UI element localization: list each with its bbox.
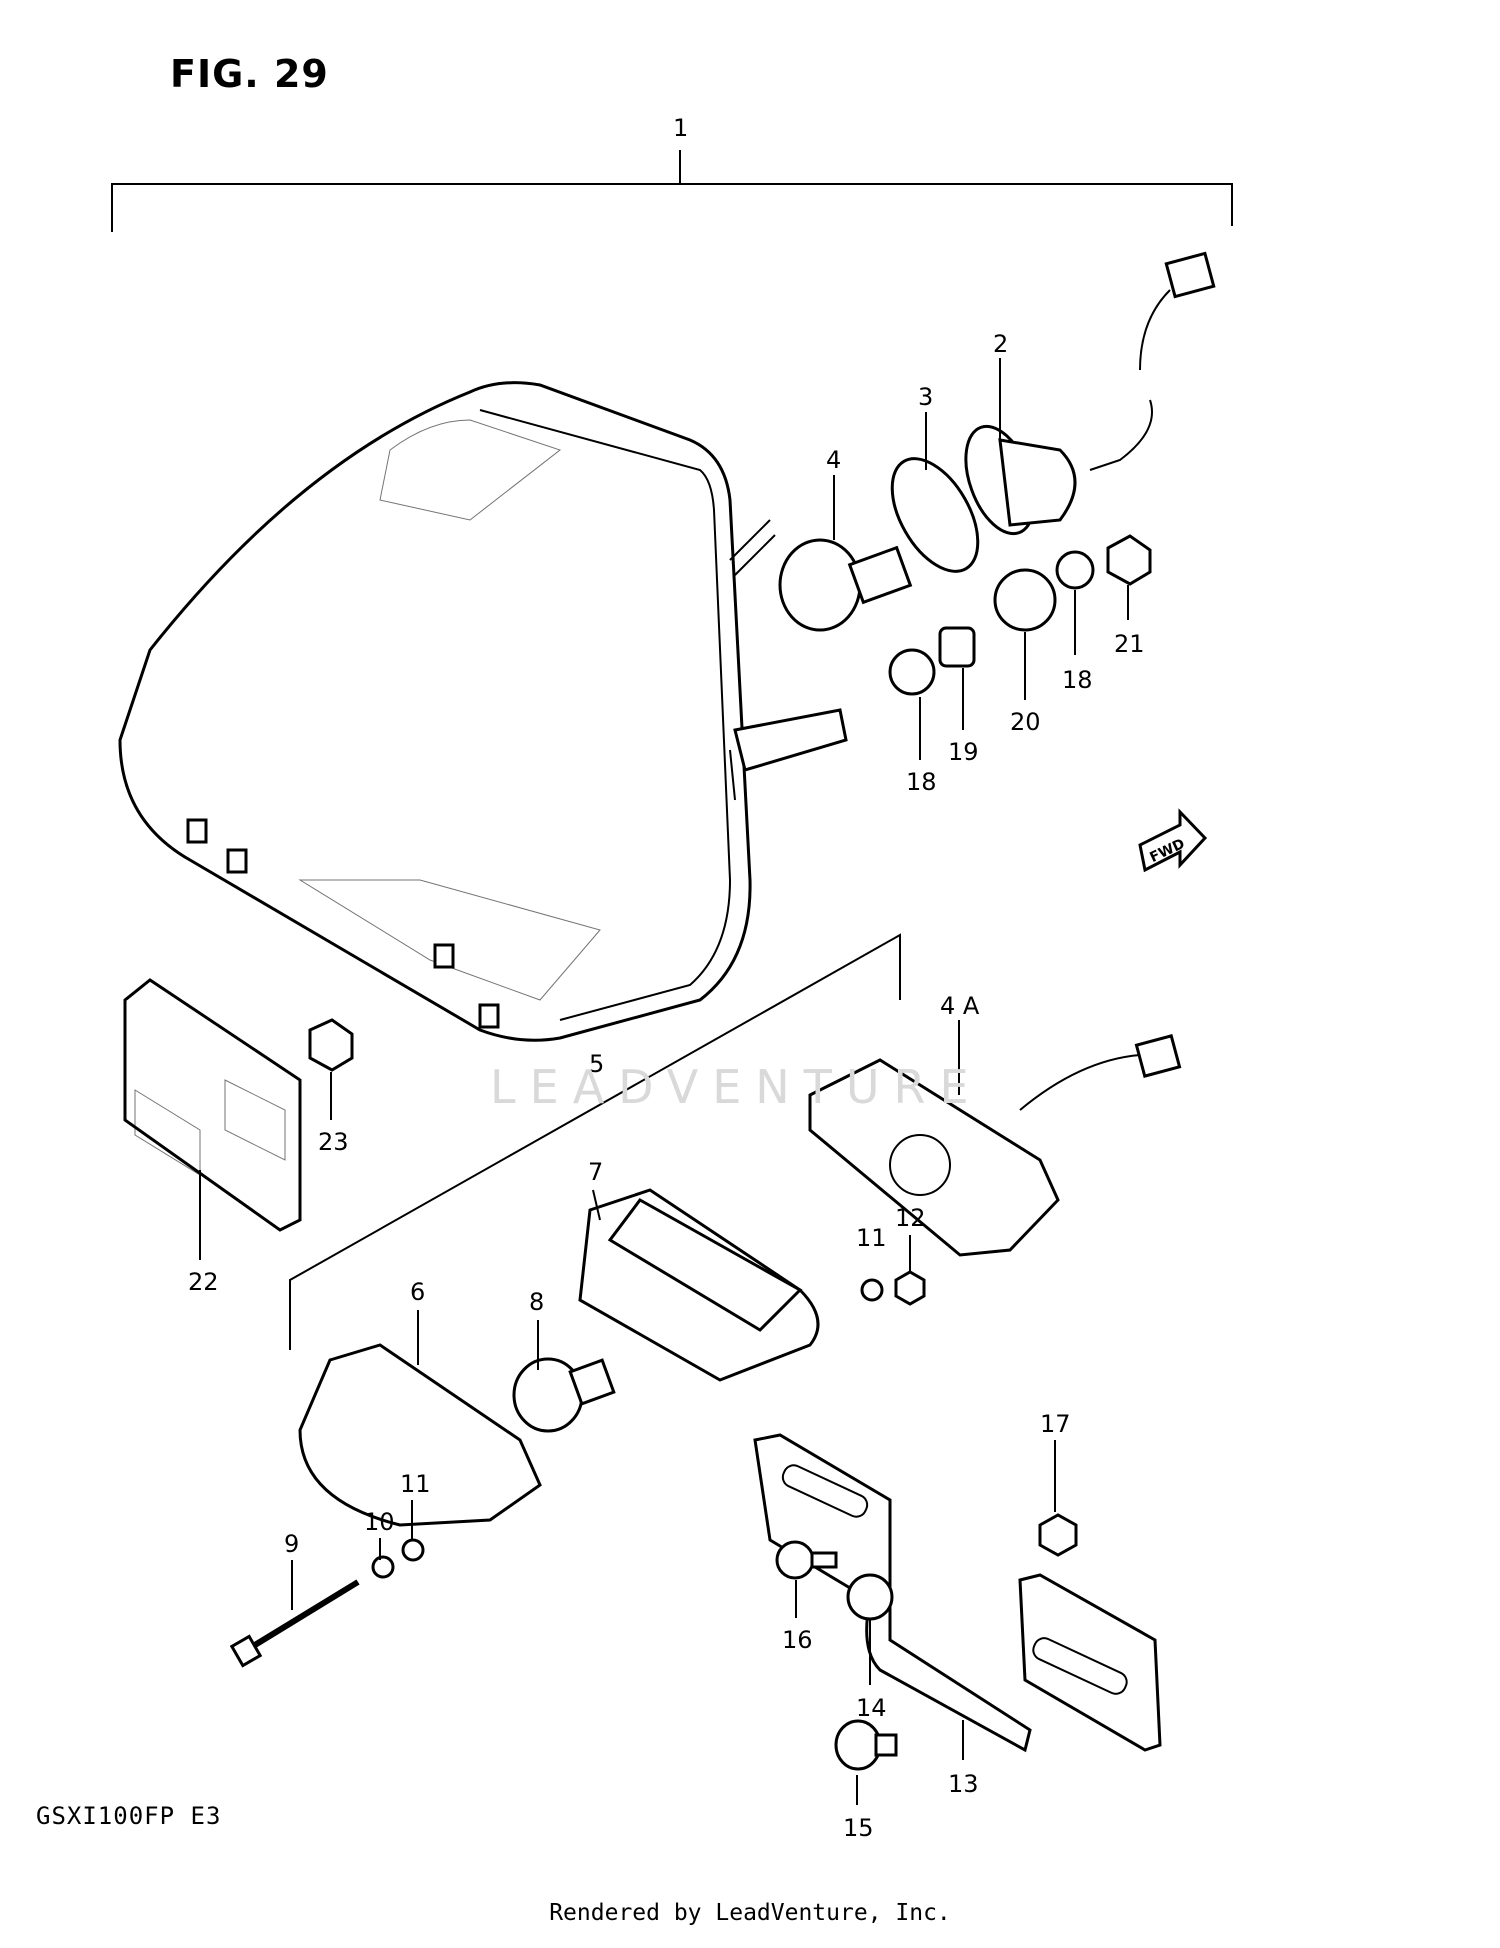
gasket-part-3	[890, 457, 980, 573]
callout-4a: 4 A	[940, 992, 980, 1020]
callout-2: 2	[993, 330, 1008, 358]
bolt-part-16	[775, 1540, 838, 1580]
washer-part-10	[371, 1555, 395, 1579]
callout-1: 1	[673, 114, 688, 142]
lens-gasket-part-7	[578, 1188, 820, 1382]
watermark: LEADVENTURE	[490, 1060, 983, 1114]
nut-part-23	[308, 1018, 354, 1072]
footer-credit: Rendered by LeadVenture, Inc.	[549, 1900, 951, 1926]
reflector-part-22	[123, 978, 302, 1232]
callout-4: 4	[826, 446, 841, 474]
collar-part-19	[938, 626, 976, 668]
callout-18a: 18	[906, 768, 937, 796]
bulb-socket-part-2	[964, 424, 1077, 536]
model-label: GSXI100FP E3	[36, 1802, 222, 1830]
grommet-part-15	[834, 1719, 898, 1771]
figure-title: FIG. 29	[170, 52, 329, 96]
assembly-bracket-1	[111, 150, 1233, 232]
callout-23: 23	[318, 1128, 349, 1156]
callout-17: 17	[1040, 1410, 1071, 1438]
wire-connector-top	[1089, 251, 1216, 471]
callout-11a: 11	[400, 1470, 431, 1498]
lens-part-6	[298, 1343, 542, 1527]
tail-lamp-housing	[118, 381, 848, 1042]
washer-part-14	[846, 1573, 894, 1621]
washer-part-11b	[401, 1538, 425, 1562]
callout-20: 20	[1010, 708, 1041, 736]
callout-11b: 11	[856, 1224, 887, 1252]
callout-8: 8	[529, 1288, 544, 1316]
license-light-housing-part-4A	[808, 1034, 1182, 1257]
washer-part-11a	[860, 1278, 884, 1302]
callout-5: 5	[589, 1050, 604, 1078]
nut-part-12	[894, 1270, 926, 1306]
washer-part-18b	[1055, 550, 1095, 590]
leader-lines	[199, 358, 1129, 1805]
forward-arrow	[1138, 808, 1208, 873]
bulb-part-8	[512, 1357, 616, 1433]
callout-6: 6	[410, 1278, 425, 1306]
washer-part-18a	[888, 648, 936, 696]
callout-19: 19	[948, 738, 979, 766]
screw-part-9	[229, 1579, 360, 1668]
nut-part-21	[1106, 534, 1152, 586]
callout-21: 21	[1114, 630, 1145, 658]
assembly-bracket-5	[289, 933, 901, 1350]
nut-part-17	[1038, 1513, 1078, 1557]
callout-labels: 1 2 3 4 4 A 5 6 7 8 9 10 11 11 12 13 14 …	[188, 114, 1187, 1842]
callout-10: 10	[364, 1508, 395, 1536]
callout-15: 15	[843, 1814, 874, 1842]
license-plate-bracket-part-13	[753, 1433, 1162, 1753]
callout-12: 12	[895, 1204, 926, 1232]
callout-22: 22	[188, 1268, 219, 1296]
callout-3: 3	[918, 383, 933, 411]
callout-13: 13	[948, 1770, 979, 1798]
callout-18b: 18	[1062, 666, 1093, 694]
callout-14: 14	[856, 1694, 887, 1722]
bulb-part-4	[778, 538, 913, 632]
cushion-part-20	[993, 568, 1057, 632]
callout-16: 16	[782, 1626, 813, 1654]
callout-9: 9	[284, 1530, 299, 1558]
callout-7: 7	[588, 1158, 603, 1186]
